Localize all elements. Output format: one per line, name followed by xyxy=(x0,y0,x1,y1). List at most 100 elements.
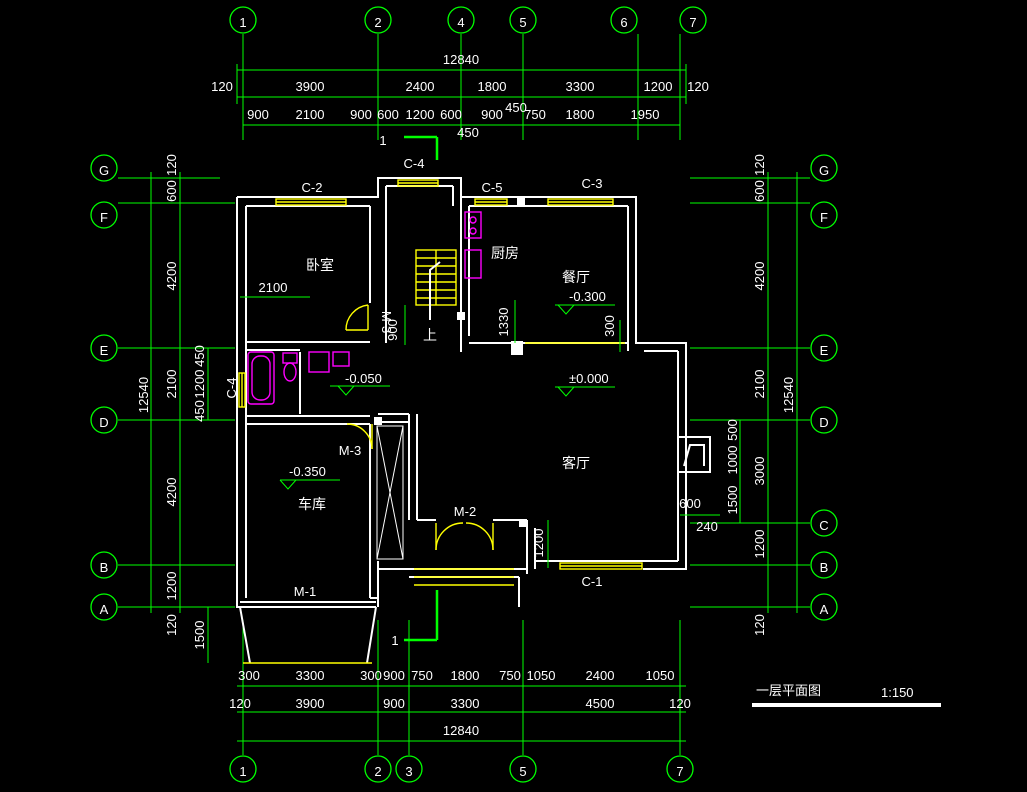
drawing-title-block: 一层平面图 1:150 xyxy=(752,683,941,707)
bottom-dim: 1050 xyxy=(646,668,675,683)
bottom-dim2: 900 xyxy=(383,696,405,711)
left-dim: 2100 xyxy=(164,370,179,399)
left-dim: 1200 xyxy=(164,572,179,601)
left-dim: 120 xyxy=(164,154,179,176)
right-dim: 120 xyxy=(752,614,767,636)
left-porch-dim: 1500 xyxy=(192,621,207,650)
axis-label-left: F xyxy=(100,210,108,225)
top-dim2: 1800 xyxy=(566,107,595,122)
axis-label-left: A xyxy=(100,602,109,617)
bottom-dim: 3300 xyxy=(296,668,325,683)
inner-dim-300: 300 xyxy=(602,315,617,337)
title-underline xyxy=(752,703,941,707)
axis-label-left: B xyxy=(100,560,109,575)
top-dim-extra: 450 xyxy=(457,125,479,140)
axis-bubbles-right: G F E D C B A xyxy=(810,154,838,621)
opening-tags: C-2 C-4 C-5 C-3 C-1 C-4 M-1 M-2 M-3 M-3 xyxy=(224,156,602,599)
section-marks: 1 1 xyxy=(379,133,439,648)
section-label-bottom: 1 xyxy=(391,633,398,648)
doors xyxy=(345,304,494,551)
axis-label-top: 5 xyxy=(519,15,526,30)
axis-label-left: E xyxy=(100,343,109,358)
bottom-dim: 300 xyxy=(360,668,382,683)
axis-label-top: 4 xyxy=(457,15,464,30)
bottom-dim2: 120 xyxy=(669,696,691,711)
window-tag-c3: C-3 xyxy=(582,176,603,191)
room-name-kitchen: 厨房 xyxy=(491,245,519,261)
windows xyxy=(238,179,643,664)
right-dim: 3000 xyxy=(752,457,767,486)
top-dim2: 900 xyxy=(481,107,503,122)
axis-bubbles-top: 1 2 4 5 6 7 xyxy=(229,6,707,34)
bath-level: -0.050 xyxy=(345,371,382,386)
right-inner-dim: 1500 xyxy=(725,486,740,515)
top-dim2: 900 xyxy=(350,107,372,122)
top-dim: 3900 xyxy=(296,79,325,94)
window-tag-c2: C-2 xyxy=(302,180,323,195)
door-tag-m2: M-2 xyxy=(454,504,476,519)
right-dim: 120 xyxy=(752,154,767,176)
bottom-dim2: 3300 xyxy=(451,696,480,711)
stair-up-label: 上 xyxy=(423,327,437,343)
axis-label-left: G xyxy=(99,163,109,178)
top-dim: 1200 xyxy=(644,79,673,94)
bottom-dim2: 120 xyxy=(229,696,251,711)
inner-dim-900: 900 xyxy=(385,319,400,341)
axis-label-right: D xyxy=(819,415,828,430)
window-tag-c1: C-1 xyxy=(582,574,603,589)
top-dim2: 1950 xyxy=(631,107,660,122)
axis-label-top: 7 xyxy=(689,15,696,30)
right-inner-dim: 500 xyxy=(725,419,740,441)
drawing-scale: 1:150 xyxy=(881,685,914,700)
bottom-dim: 300 xyxy=(238,668,260,683)
top-dim: 120 xyxy=(687,79,709,94)
top-dim: 1800 xyxy=(478,79,507,94)
bottom-dim: 2400 xyxy=(586,668,615,683)
top-dim: 2400 xyxy=(406,79,435,94)
bottom-dimensions: 300 3300 300 900 750 1800 750 1050 2400 … xyxy=(229,668,691,742)
axis-label-right: G xyxy=(819,163,829,178)
right-dim: 4200 xyxy=(752,262,767,291)
window-tag-c4-side: C-4 xyxy=(224,378,239,399)
door-tag-m1: M-1 xyxy=(294,584,316,599)
room-name-bedroom: 卧室 xyxy=(306,257,334,273)
axis-label-bottom: 1 xyxy=(239,764,246,779)
fixtures xyxy=(247,211,482,414)
bottom-dim: 1800 xyxy=(451,668,480,683)
left-inner-dim: 1200 xyxy=(192,370,207,399)
axis-bubbles-bottom: 1 2 3 5 7 xyxy=(229,755,694,783)
bottom-total-dim: 12840 xyxy=(443,723,479,738)
top-dim2: 450 xyxy=(505,100,527,115)
inner-dim-2100: 2100 xyxy=(259,280,288,295)
left-dim: 4200 xyxy=(164,262,179,291)
right-dim: 1200 xyxy=(752,530,767,559)
room-name-garage: 车库 xyxy=(298,496,326,512)
bottom-dim: 750 xyxy=(499,668,521,683)
axis-label-bottom: 7 xyxy=(676,764,683,779)
left-dimensions: 12540 120 600 4200 2100 4200 1200 120 45… xyxy=(136,154,209,663)
garage-level: -0.350 xyxy=(289,464,326,479)
living-level: ±0.000 xyxy=(569,371,609,386)
right-total-dim: 12540 xyxy=(781,377,796,413)
section-label-top: 1 xyxy=(379,133,386,148)
top-dimensions: 12840 120 3900 2400 1800 3300 1200 120 9… xyxy=(211,52,709,140)
left-dim: 600 xyxy=(164,180,179,202)
inner-dim-1330: 1330 xyxy=(496,308,511,337)
inner-dim-240: 240 xyxy=(696,519,718,534)
door-tag-m3: M-3 xyxy=(339,443,361,458)
garage-void xyxy=(376,425,404,560)
top-dim: 3300 xyxy=(566,79,595,94)
left-total-dim: 12540 xyxy=(136,377,151,413)
left-inner-dim: 450 xyxy=(192,400,207,422)
top-dim2: 900 xyxy=(247,107,269,122)
top-dim: 120 xyxy=(211,79,233,94)
top-dim2: 600 xyxy=(440,107,462,122)
room-name-living: 客厅 xyxy=(562,455,590,471)
bottom-dim2: 3900 xyxy=(296,696,325,711)
stairs xyxy=(415,249,457,320)
window-tag-c5: C-5 xyxy=(482,180,503,195)
axis-label-right: C xyxy=(819,518,828,533)
right-dim: 600 xyxy=(752,180,767,202)
grid-lines xyxy=(118,34,810,755)
axis-label-right: A xyxy=(820,602,829,617)
